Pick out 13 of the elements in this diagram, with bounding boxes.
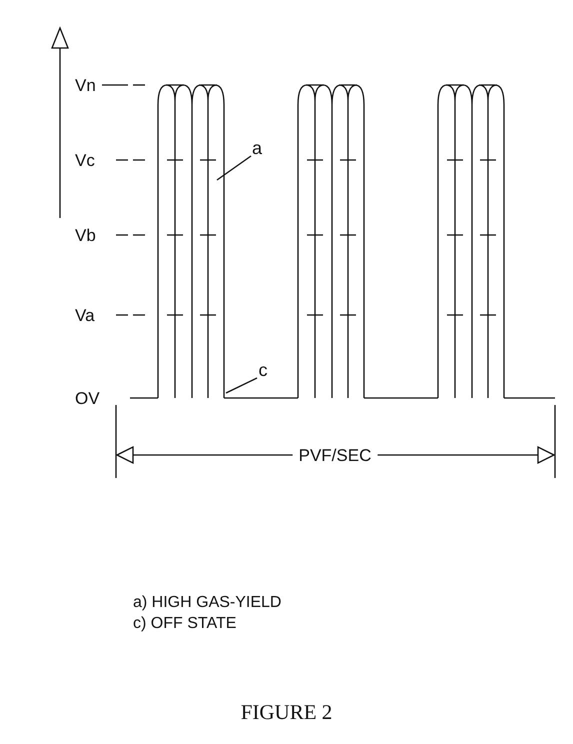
callout-letter: c <box>256 360 270 380</box>
note-text: c) OFF STATE <box>133 616 236 632</box>
dimension-label: PVF/SEC <box>292 447 378 464</box>
leader-line <box>226 377 258 394</box>
callout-letter: a <box>250 138 264 158</box>
figure-caption: FIGURE 2 <box>240 700 334 725</box>
leader-line <box>216 155 252 181</box>
note-text: a) HIGH GAS-YIELD <box>133 595 282 611</box>
level-label: Vb <box>75 227 96 244</box>
level-label: OV <box>75 390 100 407</box>
level-label: Va <box>75 307 95 324</box>
level-label: Vc <box>75 152 95 169</box>
level-label: Vn <box>75 77 96 94</box>
